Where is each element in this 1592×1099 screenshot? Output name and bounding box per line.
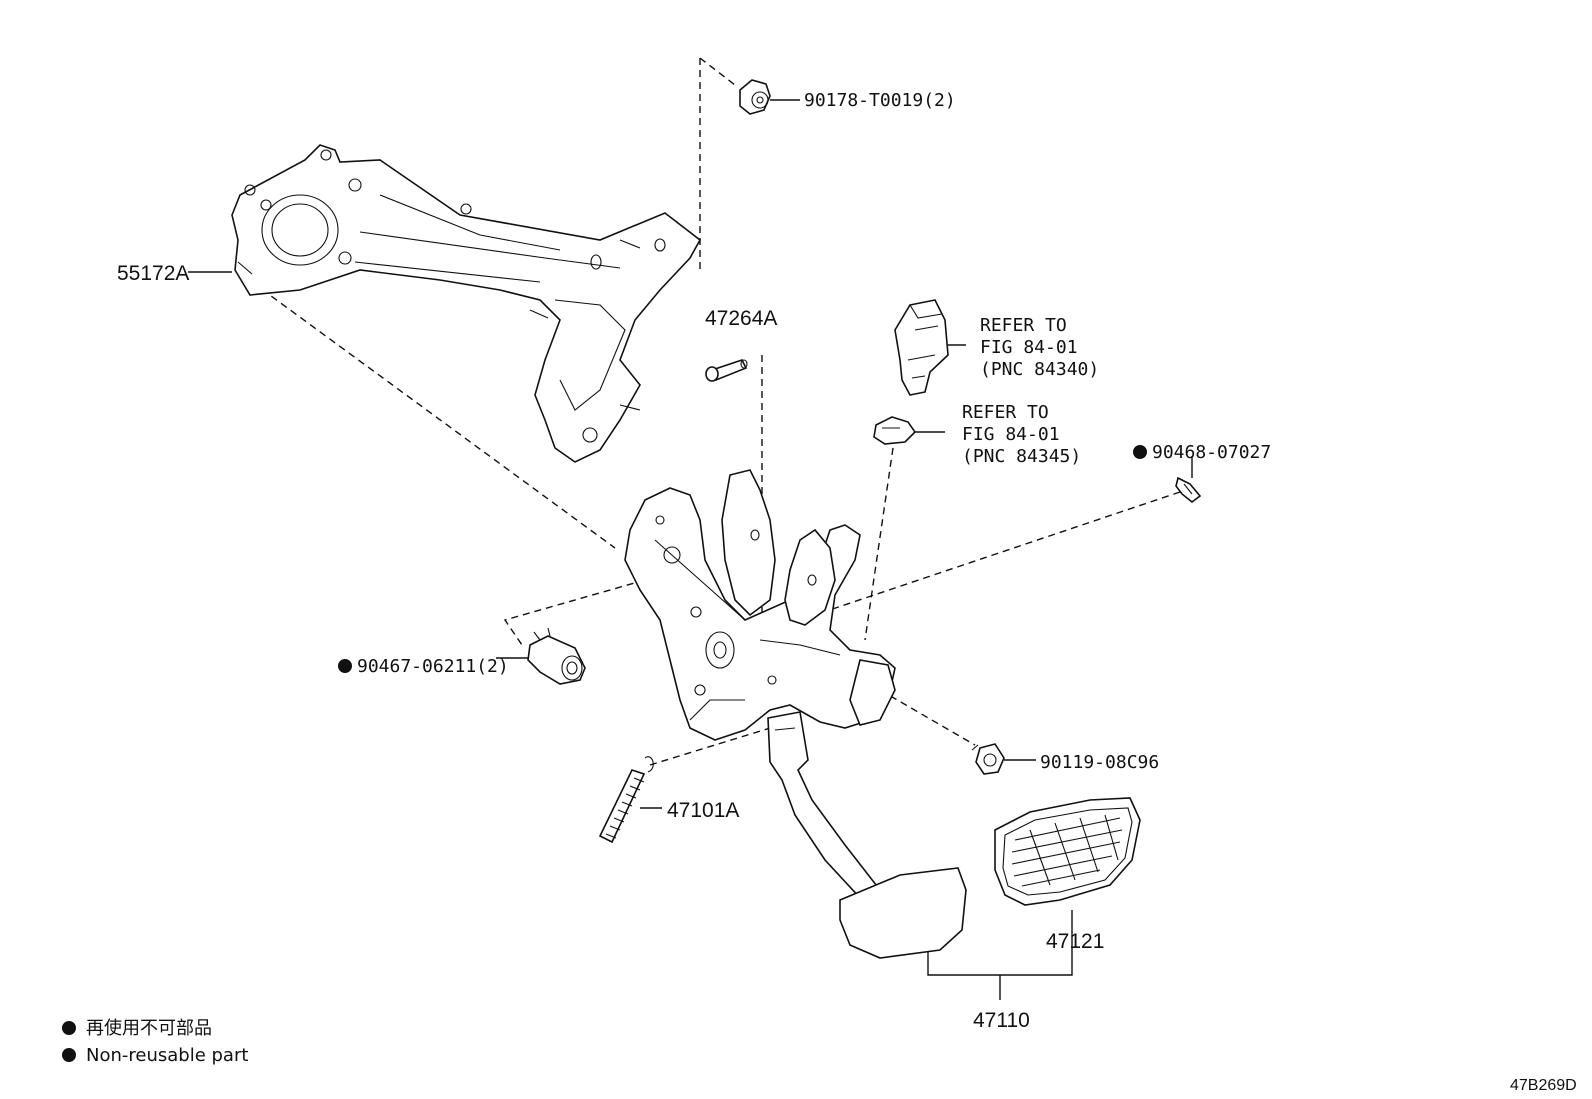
pin [705, 359, 748, 382]
pedal-pad [994, 797, 1141, 906]
label-47121: 47121 [1046, 930, 1104, 953]
bracket-upper [231, 144, 702, 463]
label-90468-07027: 90468-07027 [1152, 442, 1271, 463]
label-47110: 47110 [973, 1009, 1030, 1032]
label-refer-cushion-3: (PNC 84345) [962, 446, 1081, 467]
label-refer-cushion-2: FIG 84-01 [962, 424, 1060, 445]
clip-left [527, 627, 586, 685]
label-refer-switch-2: FIG 84-01 [980, 337, 1078, 358]
pedal-bracket [624, 469, 896, 741]
non-reusable-dot-icon [338, 659, 352, 673]
legend: 再使用不可部品 Non-reusable part [62, 1018, 248, 1066]
label-refer-cushion-1: REFER TO [962, 402, 1049, 423]
spring [598, 756, 654, 844]
label-90467-06211: 90467-06211(2) [357, 656, 509, 677]
label-47264a: 47264A [705, 307, 777, 330]
label-90178-t0019: 90178-T0019(2) [804, 90, 956, 111]
label-refer-switch-3: (PNC 84340) [980, 359, 1099, 380]
label-90119-08c96: 90119-08C96 [1040, 752, 1159, 773]
leader-lines [188, 99, 1193, 1000]
non-reusable-dot-icon [1133, 445, 1147, 459]
label-55172a: 55172A [117, 262, 189, 285]
clip-right [1175, 476, 1202, 504]
diagram-code: 47B269D [1510, 1077, 1577, 1094]
label-47101a: 47101A [667, 799, 739, 822]
label-refer-switch-1: REFER TO [980, 315, 1067, 336]
nut-top [739, 79, 771, 115]
pedal-arm [767, 711, 967, 959]
legend-english: Non-reusable part [86, 1045, 248, 1066]
labels: 55172A 90178-T0019(2) 47264A REFER TO FI… [117, 90, 1271, 1032]
stop-lamp-switch [894, 299, 949, 396]
bolt-right [971, 743, 1005, 775]
legend-dot-icon [62, 1021, 76, 1035]
legend-japanese: 再使用不可部品 [86, 1018, 212, 1039]
assembly-lines [251, 57, 1181, 766]
legend-dot-icon [62, 1048, 76, 1062]
cushion [873, 416, 917, 445]
